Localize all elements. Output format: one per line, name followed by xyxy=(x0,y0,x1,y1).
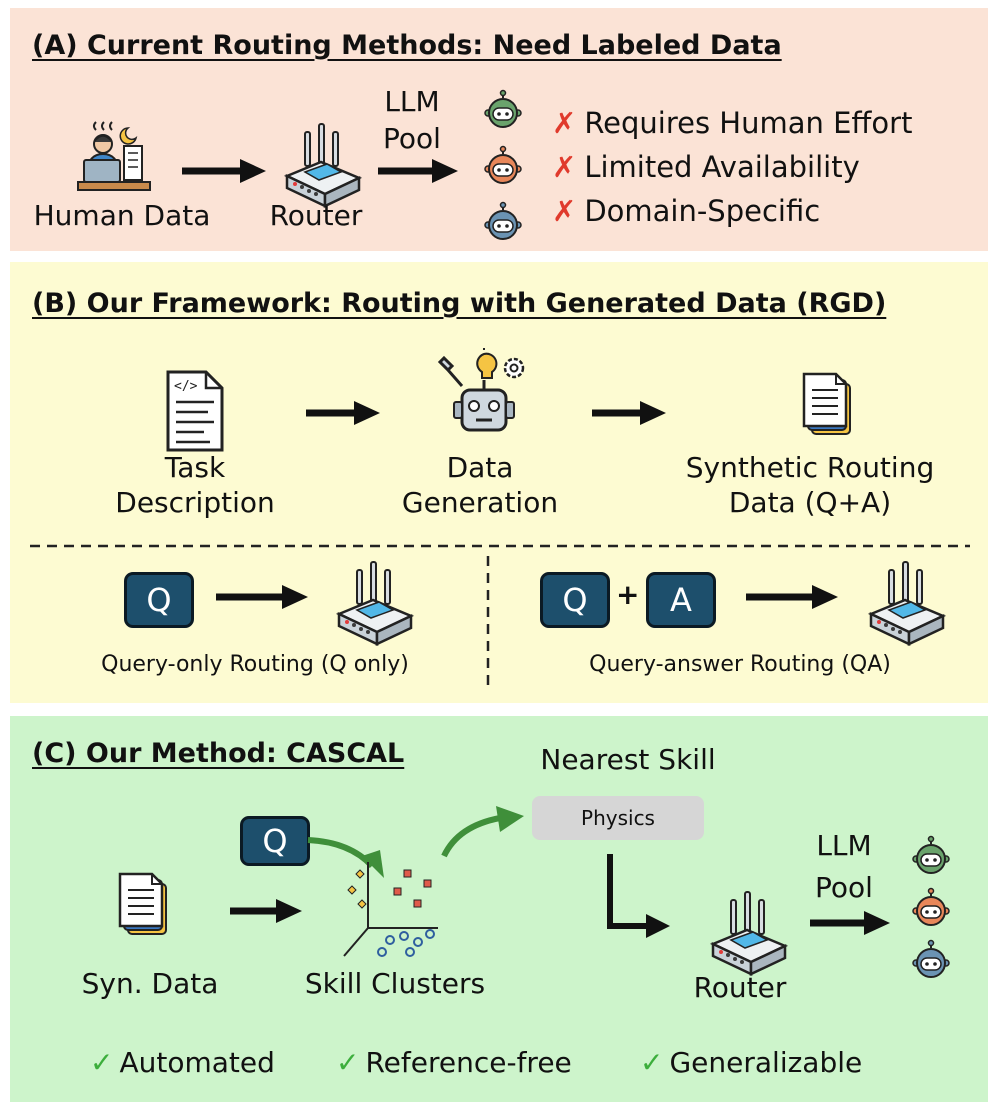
panel-method: (C) Our Method: CASCAL Nearest Skill Phy… xyxy=(10,716,988,1102)
syn-data-label: Syn. Data xyxy=(81,967,219,1000)
skill-pill: Physics xyxy=(532,796,704,840)
skill-clusters-label: Skill Clusters xyxy=(304,967,486,1000)
llm-pool-label-line1: LLM xyxy=(816,829,872,862)
robot-icon xyxy=(912,939,950,978)
arrow-generation-to-synthetic xyxy=(592,401,666,425)
router-icon xyxy=(337,560,413,646)
drawback-item: ✗Limited Availability xyxy=(552,150,860,184)
query-box: Q xyxy=(540,572,610,628)
query-box: Q xyxy=(240,816,310,866)
panel-c-title: (C) Our Method: CASCAL xyxy=(32,738,405,769)
human-worker-icon xyxy=(77,121,151,191)
svg-text:</>: </> xyxy=(174,379,198,394)
router-icon xyxy=(869,560,945,646)
query-only-label: Query-only Routing (Q only) xyxy=(101,652,409,677)
nearest-skill-label: Nearest Skill xyxy=(540,743,716,776)
benefit-item: ✓Reference-free xyxy=(336,1046,572,1079)
query-box: Q xyxy=(124,572,194,628)
arrow-query-to-router xyxy=(216,585,308,609)
panel-framework: (B) Our Framework: Routing with Generate… xyxy=(10,262,988,703)
robot-icon xyxy=(484,89,522,128)
drawback-item: ✗Requires Human Effort xyxy=(552,106,913,140)
robot-icon xyxy=(484,201,522,240)
panel-a-title: (A) Current Routing Methods: Need Labele… xyxy=(32,30,782,61)
router-label: Router xyxy=(693,971,787,1004)
arrow-router-to-pool xyxy=(378,159,458,183)
query-answer-label: Query-answer Routing (QA) xyxy=(589,652,891,677)
benefit-item: ✓Automated xyxy=(90,1046,275,1079)
arrow-syn-to-clusters xyxy=(230,899,302,923)
llm-pool-label-line2: Pool xyxy=(383,122,441,155)
arrow-router-to-pool xyxy=(810,911,890,935)
router-label: Router xyxy=(269,199,363,232)
documents-stack-icon xyxy=(802,372,852,436)
arrow-task-to-generation xyxy=(306,401,380,425)
router-icon xyxy=(285,122,361,208)
arrow-qa-to-router xyxy=(746,585,838,609)
panel-b-title: (B) Our Framework: Routing with Generate… xyxy=(32,288,887,319)
robot-gear-icon xyxy=(437,348,525,432)
human-data-label: Human Data xyxy=(33,199,211,232)
robot-icon xyxy=(484,145,522,184)
drawback-item: ✗Domain-Specific xyxy=(552,194,821,228)
plus-sign: + xyxy=(616,578,640,611)
document-code-icon: </> xyxy=(166,370,224,452)
llm-pool-label-line1: LLM xyxy=(384,85,440,118)
panel-current-methods: (A) Current Routing Methods: Need Labele… xyxy=(10,8,988,251)
robot-icon xyxy=(912,887,950,926)
answer-box: A xyxy=(646,572,716,628)
horizontal-divider xyxy=(30,544,970,548)
vertical-divider xyxy=(486,556,490,686)
scatter-clusters-icon xyxy=(343,862,438,957)
arrow-human-to-router xyxy=(182,159,266,183)
benefit-item: ✓Generalizable xyxy=(640,1046,863,1079)
robot-icon xyxy=(912,835,950,874)
documents-stack-icon xyxy=(118,872,168,936)
connector-arrows xyxy=(307,806,670,938)
router-icon xyxy=(711,890,787,976)
llm-pool-label-line2: Pool xyxy=(815,871,873,904)
